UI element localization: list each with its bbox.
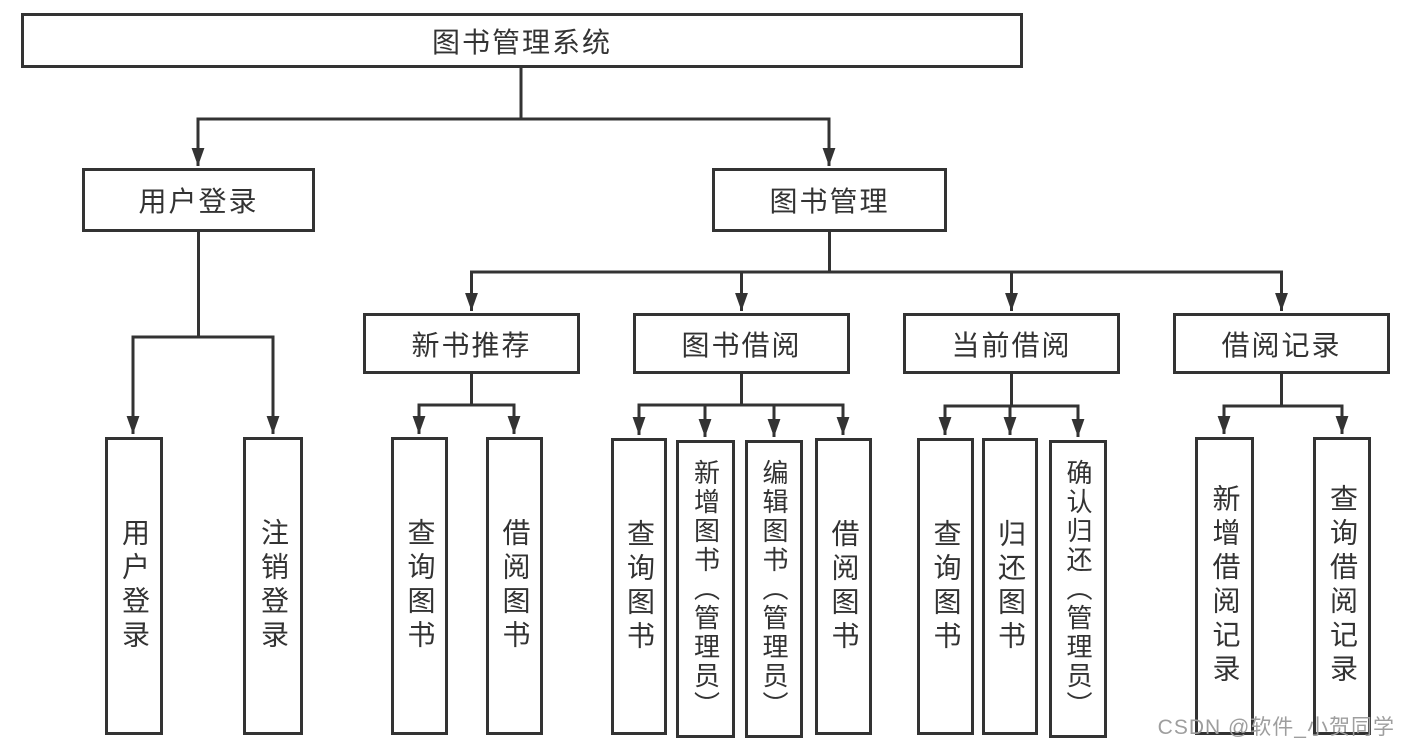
node-label: 图书管理系统 [431, 26, 612, 58]
node-label: 图书管理 [769, 186, 890, 217]
csdn-watermark: CSDN @软件_小贺同学 [1157, 716, 1395, 739]
leaf-confirm-return-admin: 确认归还（管理员） [1049, 440, 1107, 738]
leaf-query-books-recommend: 查询图书 [391, 437, 448, 735]
node-label: 图书借阅 [681, 329, 802, 361]
leaf-add-borrow-record: 新增借阅记录 [1195, 437, 1254, 735]
leaf-user-login: 用户登录 [105, 437, 163, 735]
node-label: 借阅记录 [1221, 329, 1342, 361]
node-label: 新增图书（管理员） [690, 458, 721, 720]
leaf-return-books: 归还图书 [982, 438, 1038, 735]
node-label: 查询图书 [624, 518, 655, 655]
node-book-borrow: 图书借阅 [633, 313, 850, 374]
node-book-management: 图书管理 [712, 168, 947, 232]
node-user-login: 用户登录 [82, 168, 315, 232]
node-label: 用户登录 [138, 186, 259, 217]
node-label: 查询图书 [404, 518, 436, 654]
leaf-query-books-borrow: 查询图书 [611, 438, 667, 735]
node-label: 查询借阅记录 [1327, 484, 1358, 688]
node-label: 新书推荐 [411, 329, 532, 361]
node-label: 新增借阅记录 [1209, 484, 1241, 688]
node-label: 编辑图书（管理员） [759, 458, 789, 720]
node-root-system: 图书管理系统 [21, 13, 1023, 68]
node-label: 借阅图书 [499, 518, 531, 654]
leaf-query-books-current: 查询图书 [917, 438, 974, 735]
node-label: 当前借阅 [951, 329, 1072, 361]
node-borrow-records: 借阅记录 [1173, 313, 1390, 374]
leaf-edit-book-admin: 编辑图书（管理员） [745, 440, 803, 738]
leaf-add-book-admin: 新增图书（管理员） [676, 440, 735, 738]
node-label: 归还图书 [995, 518, 1026, 655]
node-label: 用户登录 [119, 518, 150, 654]
leaf-borrow-books-recommend: 借阅图书 [486, 437, 543, 735]
node-label: 查询图书 [930, 518, 962, 655]
node-label: 借阅图书 [828, 518, 860, 655]
leaf-borrow-books: 借阅图书 [815, 438, 872, 735]
node-label: 注销登录 [258, 518, 289, 654]
leaf-query-borrow-record: 查询借阅记录 [1313, 437, 1371, 735]
node-current-borrow: 当前借阅 [903, 313, 1120, 374]
node-label: 确认归还（管理员） [1063, 458, 1093, 720]
node-new-book-recommend: 新书推荐 [363, 313, 580, 374]
leaf-logout: 注销登录 [243, 437, 303, 735]
